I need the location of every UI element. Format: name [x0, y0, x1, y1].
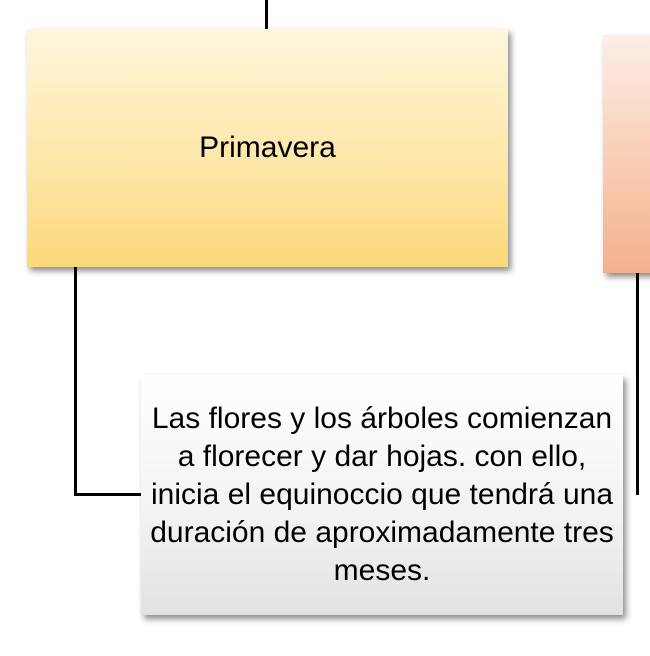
next-season-box [603, 35, 650, 273]
description-box: Las flores y los árboles comienzan a flo… [141, 375, 623, 615]
connector-right [636, 273, 639, 495]
season-box-primavera: Primavera [27, 29, 508, 267]
season-title: Primavera [199, 131, 336, 164]
connector-vertical [74, 267, 77, 496]
connector-top [265, 0, 268, 30]
connector-horizontal [74, 493, 142, 496]
description-text: Las flores y los árboles comienzan a flo… [150, 402, 614, 587]
